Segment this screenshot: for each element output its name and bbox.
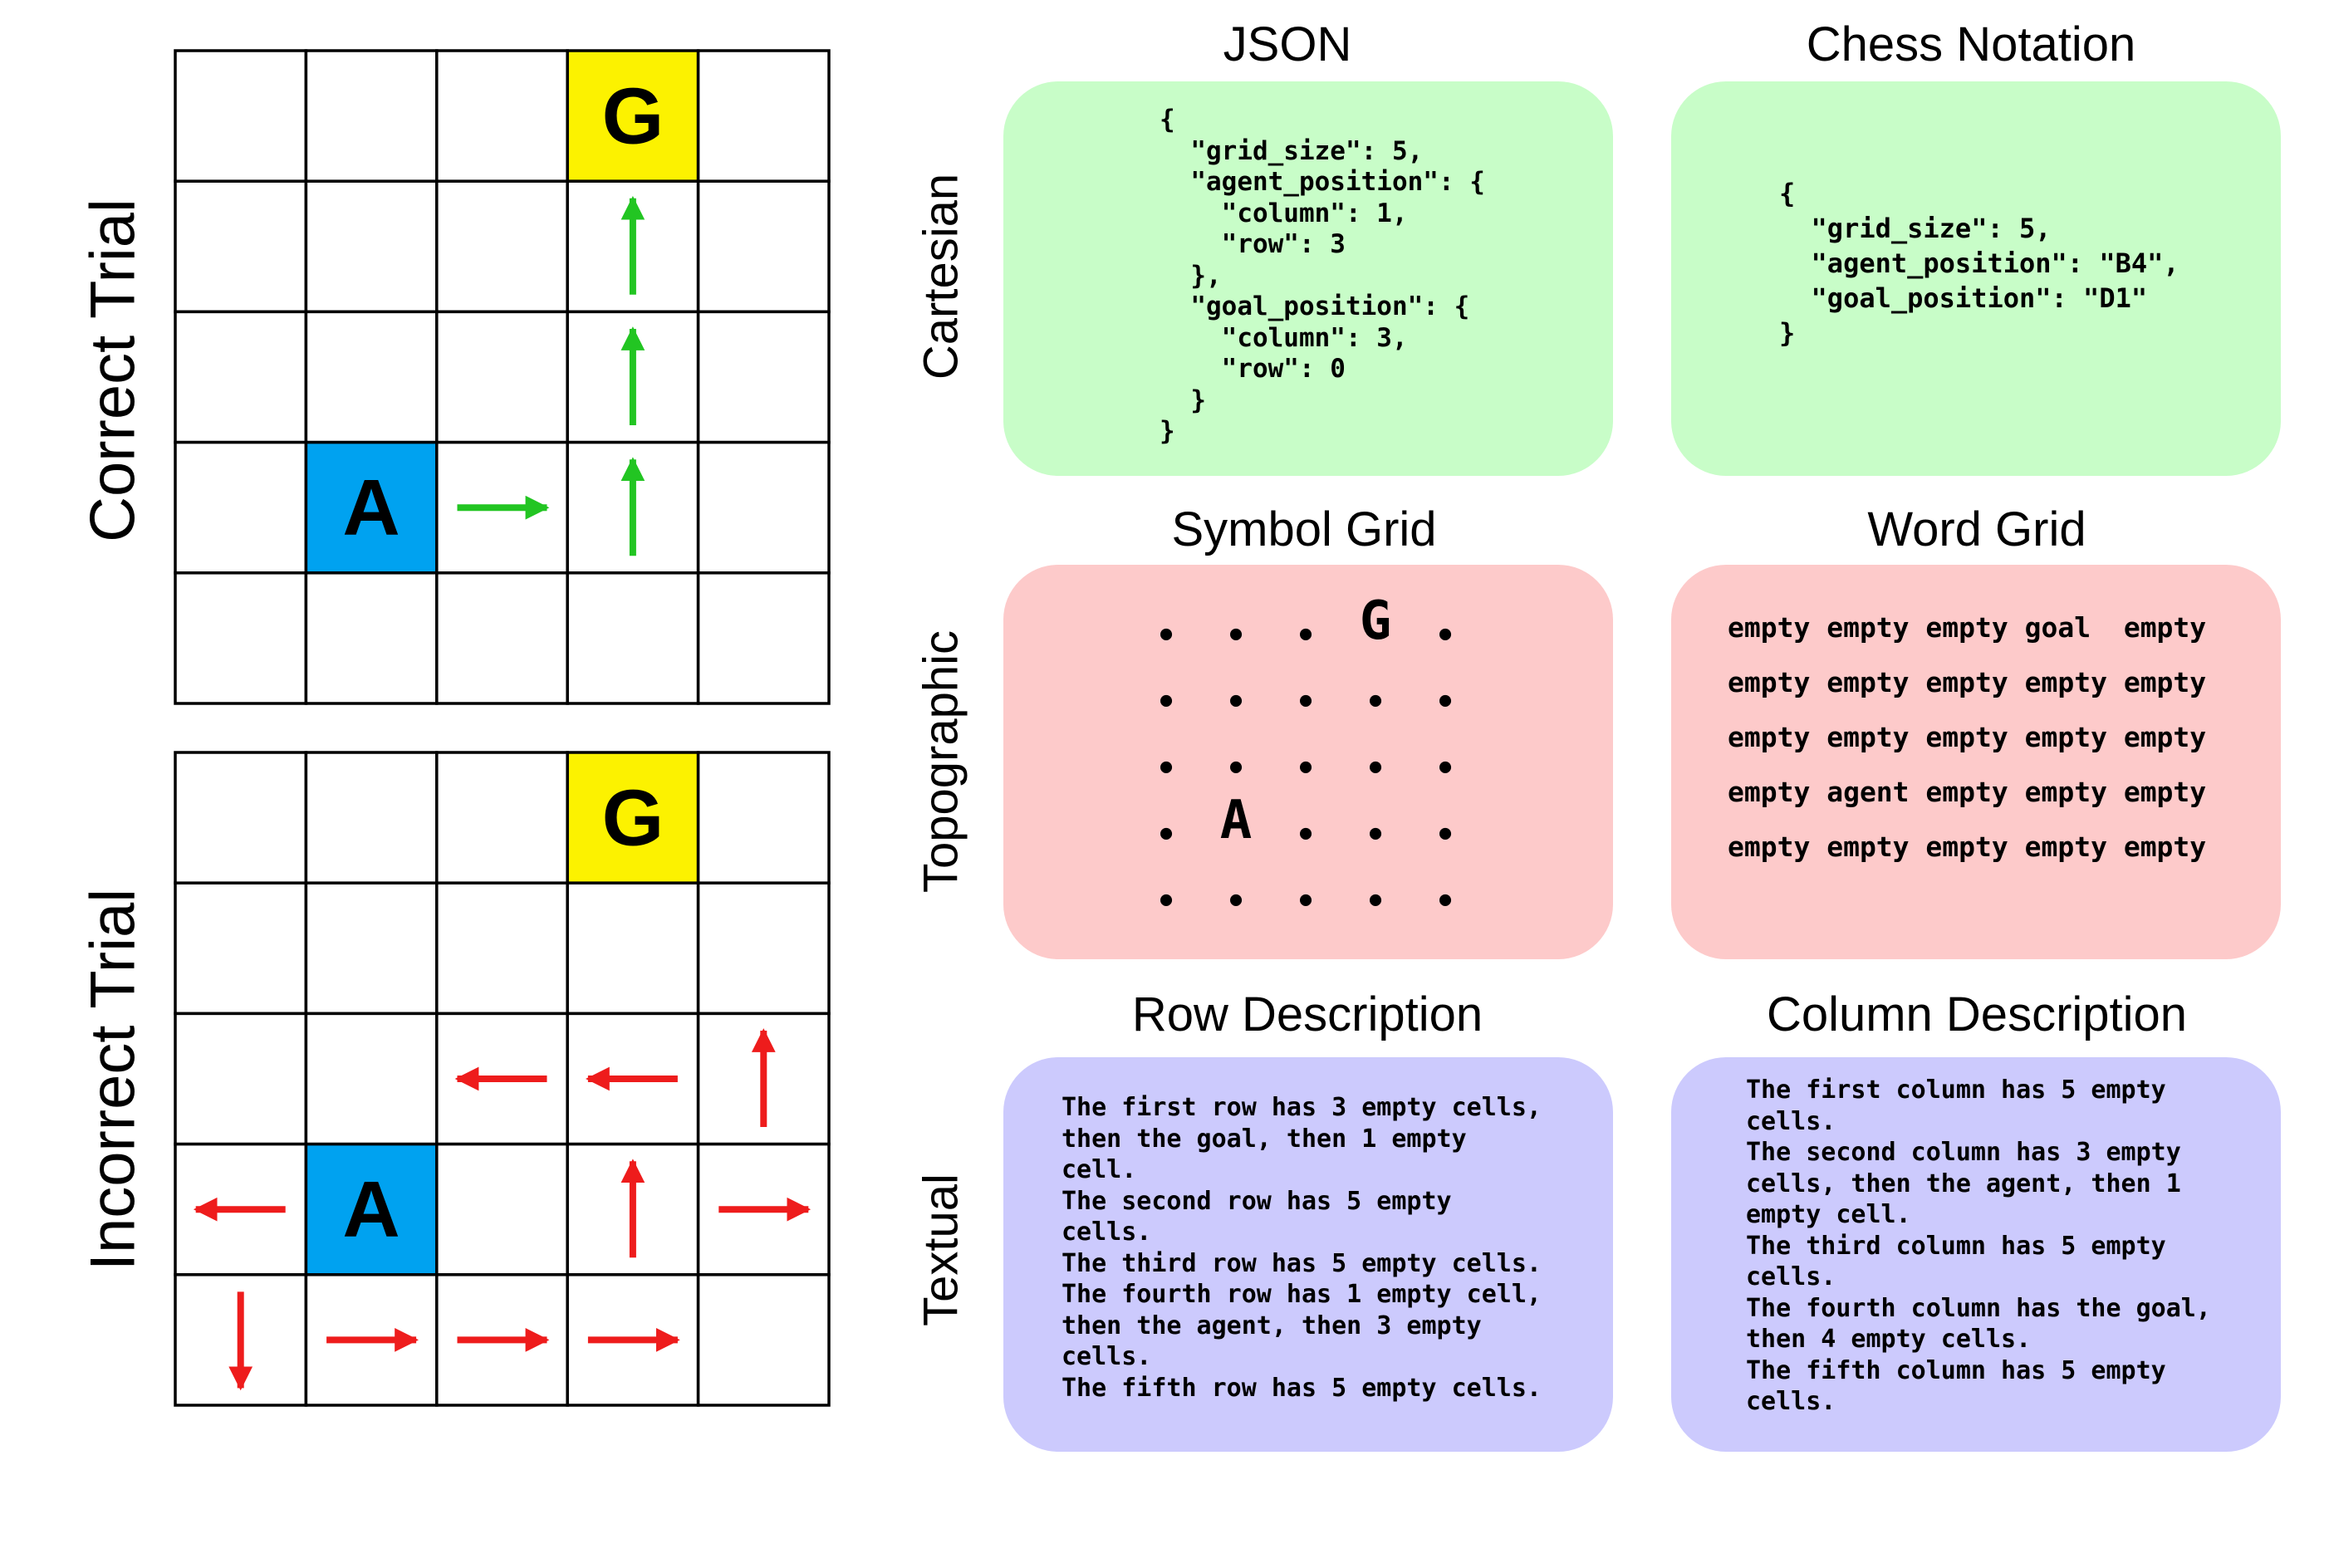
json-code: { "grid_size": 5, "agent_position": { "c… [1160,105,1485,446]
symbol-grid-card: •••G••••••••••••A•••••••• [1003,565,1613,959]
symbol-grid-dot: • [1225,883,1247,921]
column-description-card: The first column has 5 empty cells. The … [1671,1057,2281,1452]
correct-grid-cell [435,179,569,314]
incorrect-grid-cell [174,1012,308,1146]
correct-grid-cell [435,571,569,705]
chess-panel-title: Chess Notation [1806,17,2136,71]
row-description-card: The first row has 3 empty cells, then th… [1003,1057,1613,1452]
symbol-grid-dot: • [1365,883,1386,921]
correct-grid-cell [304,49,439,183]
symbol-grid-dot: • [1434,750,1456,788]
symbol-grid-panel-title: Symbol Grid [1171,502,1437,556]
incorrect-grid-cell [304,881,439,1016]
symbol-grid-dot: • [1365,750,1386,788]
incorrect-grid-cell [696,881,831,1016]
symbol-grid-dot: • [1295,750,1316,788]
symbol-grid-dot: • [1295,816,1316,855]
column-description-panel-title: Column Description [1766,987,2188,1041]
symbol-grid-dot: • [1225,750,1247,788]
textual-row-label: Textual [914,1174,968,1326]
correct-grid-cell [696,310,831,444]
incorrect-grid-cell [696,751,831,884]
correct-grid-cell [566,571,700,705]
incorrect-grid-cell [566,881,700,1016]
correct-grid-cell [696,440,831,575]
incorrect-goal-letter: G [602,774,664,863]
incorrect-grid-cell [566,751,700,884]
symbol-grid-dot: • [1155,750,1177,788]
symbol-grid-letter: G [1359,590,1392,652]
symbol-grid-letter: A [1219,790,1253,851]
incorrect-trial-label: Incorrect Trial [77,888,149,1272]
topographic-row-label: Topographic [914,630,968,893]
json-card: { "grid_size": 5, "agent_position": { "c… [1003,81,1613,476]
incorrect-grid-cell [174,751,308,884]
symbol-grid-dot: • [1434,816,1456,855]
incorrect-grid-cell [696,1273,831,1407]
correct-grid-cell [174,49,308,183]
correct-grid-cell [304,571,439,705]
correct-grid-cell [304,179,439,314]
symbol-grid-dot: • [1155,684,1177,722]
incorrect-agent-letter: A [342,1165,400,1254]
symbol-grid-dot: • [1365,816,1386,855]
symbol-grid-dot: • [1295,684,1316,722]
correct-grid-cell [304,440,439,575]
symbol-grid-dot: • [1295,617,1316,655]
word-grid-panel-title: Word Grid [1867,502,2086,556]
correct-grid-cell [174,310,308,444]
incorrect-grid-cell [174,881,308,1016]
correct-grid-cell [304,310,439,444]
word-grid-text: empty empty empty goal empty empty empty… [1728,611,2207,863]
symbol-grid-dot: • [1434,684,1456,722]
word-grid-card: empty empty empty goal empty empty empty… [1671,565,2281,959]
chess-notation-card: { "grid_size": 5, "agent_position": "B4"… [1671,81,2281,476]
correct-grid-cell [696,179,831,314]
correct-grid-cell [174,440,308,575]
incorrect-grid-cell [435,1142,569,1276]
correct-grid-cell [174,571,308,705]
correct-trial-grid: GA [174,49,831,705]
row-description-panel-title: Row Description [1131,987,1483,1041]
symbol-grid-dot: • [1155,883,1177,921]
correct-trial-label: Correct Trial [77,198,149,542]
correct-goal-letter: G [602,72,664,161]
json-panel-title: JSON [1223,17,1352,71]
cartesian-row-label: Cartesian [914,173,968,380]
symbol-grid-dot: • [1155,617,1177,655]
incorrect-trial-grid: GA [174,751,831,1407]
incorrect-grid-cell [435,751,569,884]
symbol-grid: •••G••••••••••••A•••••••• [1003,565,1613,959]
symbol-grid-dot: • [1225,617,1247,655]
correct-grid-cell [174,179,308,314]
correct-grid-cell [696,49,831,183]
incorrect-grid-cell [304,1142,439,1276]
column-description-text: The first column has 5 empty cells. The … [1746,1076,2211,1416]
correct-grid-cell [696,571,831,705]
symbol-grid-dot: • [1225,684,1247,722]
symbol-grid-dot: • [1155,816,1177,855]
symbol-grid-dot: • [1434,617,1456,655]
incorrect-grid-cell [435,881,569,1016]
row-description-text: The first row has 3 empty cells, then th… [1062,1093,1542,1403]
correct-grid-cell [435,49,569,183]
symbol-grid-dot: • [1365,684,1386,722]
symbol-grid-dot: • [1295,883,1316,921]
incorrect-grid-cell [304,1012,439,1146]
correct-grid-cell [435,310,569,444]
correct-agent-letter: A [342,463,400,552]
incorrect-grid-cell [304,751,439,884]
symbol-grid-dot: • [1434,883,1456,921]
chess-notation-code: { "grid_size": 5, "agent_position": "B4"… [1779,178,2179,349]
